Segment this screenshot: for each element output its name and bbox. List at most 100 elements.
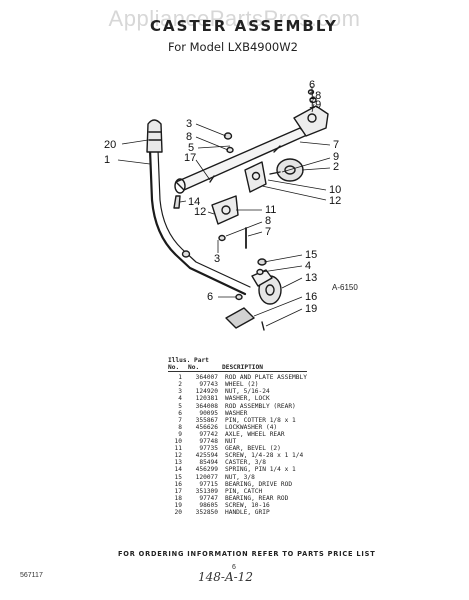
callout-label: 11 [265,204,276,216]
parts-part-no: 456299 [195,466,218,474]
callout-label: 5 [188,142,194,154]
parts-illus-no: 10 [174,438,182,446]
callout-label: 17 [184,152,196,164]
handle-grip [146,119,163,153]
parts-description: HANDLE, GRIP [225,508,270,516]
callout-label: 7 [333,139,339,151]
callout-label: 3 [186,118,192,130]
parts-header-line1: Illus. Part [168,357,307,364]
parts-illus-no: 14 [174,466,182,474]
callout-label: 3 [214,253,220,265]
parts-description: SCREW, 1/4-28 x 1 1/4 [225,452,304,460]
parts-part-no: 90095 [199,409,218,417]
callout-label: 13 [305,272,317,284]
parts-illus-no: 7 [178,416,182,424]
parts-row: 3 124920 NUT, 5/16-24 [168,388,307,395]
callout-label: 16 [305,291,317,303]
model-subtitle: For Model LXB4900W2 [168,40,298,54]
parts-part-no: 97735 [199,445,218,453]
parts-description: SCREW, 10-16 [225,501,270,509]
parts-illus-no: 6 [178,409,182,417]
parts-description: GEAR, BEVEL (2) [225,445,281,453]
parts-description: WASHER [225,409,248,417]
figure-reference: A-6150 [332,283,358,292]
parts-illus-no: 16 [174,480,182,488]
parts-part-no: 97743 [199,381,218,389]
catch-bracket [211,195,239,225]
handle-rod [148,148,247,296]
parts-description: NUT, 3/8 [225,473,255,481]
parts-description: SPRING, PIN 1/4 x 1 [225,466,296,474]
parts-description: AXLE, WHEEL REAR [225,430,285,438]
parts-row: 14 456299 SPRING, PIN 1/4 x 1 [168,466,307,473]
callout-label: 2 [333,161,339,173]
header-part: Part [194,357,209,364]
ordering-footer: FOR ORDERING INFORMATION REFER TO PARTS … [118,550,376,558]
page-number: 6 [232,564,236,571]
callout-label: 8 [265,215,271,227]
handwritten-note: 148-A-12 [198,570,253,584]
parts-part-no: 364007 [195,374,218,382]
callout-label: 15 [305,249,317,261]
gear-bracket [244,161,267,193]
parts-part-no: 352850 [195,508,218,516]
parts-description: WHEEL (2) [225,381,259,389]
parts-illus-no: 11 [174,445,182,453]
parts-part-no: 120381 [195,395,218,403]
parts-part-no: 97748 [199,438,218,446]
parts-description: CASTER, 3/8 [225,459,266,467]
header-part-no: No. [188,364,200,372]
callout-label: 19 [305,303,317,315]
parts-description: LOCKWASHER (4) [225,423,278,431]
callout-label: 19 [309,99,321,111]
callout-label: 14 [188,196,200,208]
callout-label: 6 [309,79,315,91]
parts-description: WASHER, LOCK [225,395,270,403]
callout-label: 1 [104,154,110,166]
callout-label: 4 [305,260,311,272]
callout-label: 9 [333,151,339,163]
parts-description: NUT, 5/16-24 [225,388,270,396]
parts-row: 16 97715 BEARING, DRIVE ROD [168,481,307,488]
parts-part-no: 97747 [199,494,218,502]
callout-label: 7 [265,226,271,238]
parts-illus-no: 18 [174,494,182,502]
parts-row: 11 97735 GEAR, BEVEL (2) [168,445,307,452]
parts-illus-no: 2 [178,381,182,389]
parts-description: ROD AND PLATE ASSEMBLY [225,374,307,382]
rear-rod-bearing [293,105,329,137]
parts-description: BEARING, DRIVE ROD [225,480,293,488]
parts-illus-no: 3 [178,388,182,396]
parts-row: 2 97743 WHEEL (2) [168,381,307,388]
parts-row: 18 97747 BEARING, REAR ROD [168,495,307,502]
parts-header-line2: No. No. DESCRIPTION [168,364,307,373]
header-illus: Illus. [168,357,191,364]
header-no: No. [168,364,180,372]
parts-description: BEARING, REAR ROD [225,494,289,502]
parts-part-no: 97742 [199,430,218,438]
parts-description: ROD ASSEMBLY (REAR) [225,402,296,410]
parts-description: PIN, COTTER 1/8 x 1 [225,416,296,424]
parts-description: PIN, CATCH [225,487,263,495]
parts-part-no: 124920 [195,388,218,396]
parts-illus-no: 15 [174,473,182,481]
parts-part-no: 351309 [195,487,218,495]
parts-part-no: 456626 [195,423,218,431]
parts-part-no: 364008 [195,402,218,410]
parts-part-no: 97715 [199,480,218,488]
callout-label: 8 [186,131,192,143]
